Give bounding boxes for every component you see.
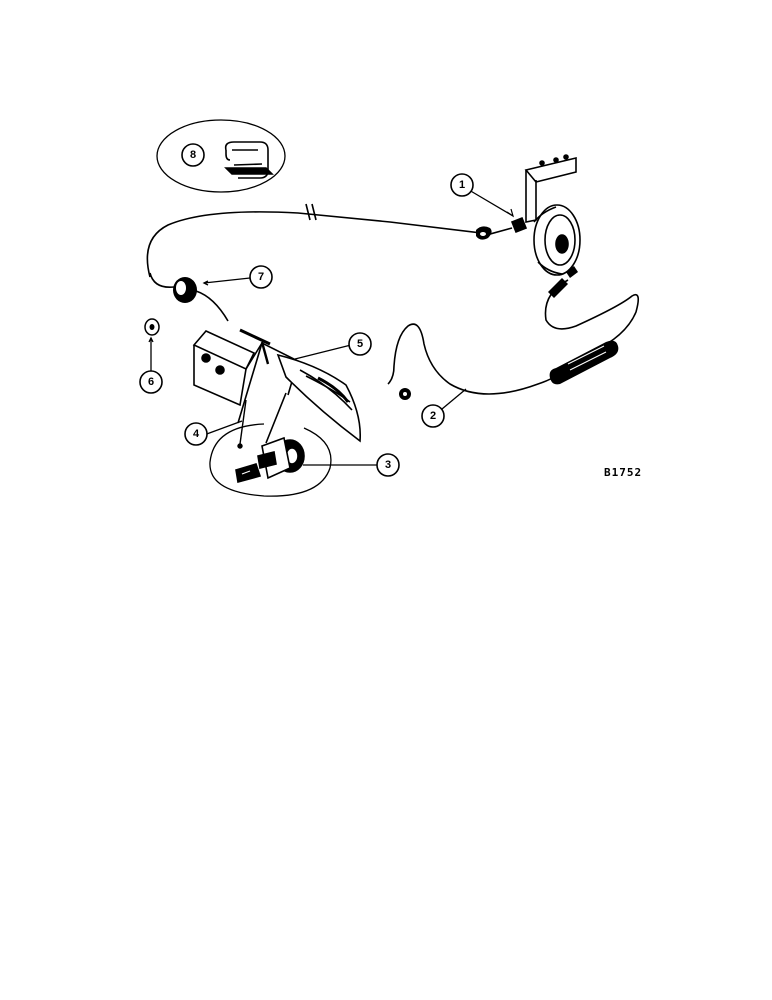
callout-1: 1 xyxy=(450,173,474,197)
grommet-icon xyxy=(173,277,197,303)
svg-text:3: 3 xyxy=(385,459,391,471)
callout-2: 2 xyxy=(421,404,445,428)
switch-detail-inset xyxy=(209,423,332,497)
bracket-icon xyxy=(524,154,577,223)
svg-text:6: 6 xyxy=(148,376,154,388)
callout-6: 6 xyxy=(139,370,163,394)
figure-reference-code: B1752 xyxy=(604,466,642,479)
switch-lead xyxy=(237,399,247,449)
svg-text:4: 4 xyxy=(193,428,200,440)
svg-text:5: 5 xyxy=(357,338,363,350)
callout-8: 8 xyxy=(181,143,205,167)
svg-text:7: 7 xyxy=(258,271,264,283)
cable-assembly xyxy=(387,279,640,395)
svg-text:8: 8 xyxy=(190,149,196,161)
terminal-icon xyxy=(476,226,492,240)
callout-4: 4 xyxy=(184,422,208,446)
callout-7: 7 xyxy=(249,265,273,289)
leader-lines xyxy=(148,189,515,466)
svg-text:2: 2 xyxy=(430,410,436,422)
switch-icon xyxy=(235,436,305,484)
callout-3: 3 xyxy=(376,453,400,477)
washer-icon xyxy=(144,318,160,336)
harness-wire xyxy=(146,203,513,322)
fuse-holder xyxy=(549,340,619,385)
switch-bracket xyxy=(192,328,299,444)
fender-shield xyxy=(276,353,362,443)
svg-text:1: 1 xyxy=(459,179,465,191)
horn-assembly xyxy=(510,154,581,276)
callout-5: 5 xyxy=(348,332,372,356)
horn-icon xyxy=(510,204,581,276)
clip-icon xyxy=(224,141,274,179)
terminal-icon xyxy=(399,266,578,400)
clip-detail-inset xyxy=(156,119,286,193)
